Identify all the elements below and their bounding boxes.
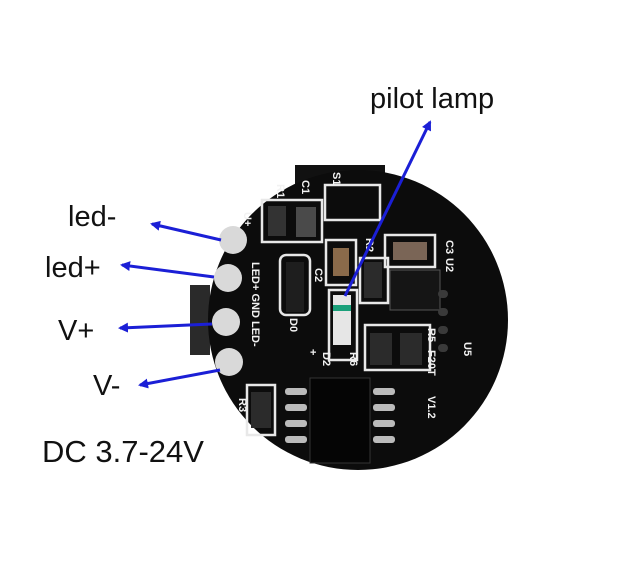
c2-outline (324, 238, 358, 287)
pcb-board: LED+ GND LED- U+ R1 C1 S1 C2 D0 R2 C3 U2… (190, 165, 508, 470)
silk-u5: U5 (461, 342, 473, 356)
r2-outline (358, 256, 390, 305)
silk-r1: R1 (274, 184, 286, 198)
u5-pins (285, 388, 395, 443)
label-v-minus: V- (93, 370, 120, 402)
silk-version: V1.2 (425, 396, 437, 419)
label-v-plus: V+ (58, 315, 94, 347)
d2-outline (327, 288, 359, 362)
label-voltage: DC 3.7-24V (42, 434, 204, 469)
r3-outline (245, 383, 277, 437)
silk-u2: U2 (443, 258, 455, 272)
s1-outline (323, 183, 382, 222)
pad-led-minus (219, 226, 247, 254)
pad-v-plus (212, 308, 240, 336)
silk-c3: C3 (443, 240, 455, 254)
silk-r6: R6 (347, 352, 359, 366)
r1-resistor (268, 206, 286, 236)
d0-outline (278, 253, 312, 317)
r5-resistor (400, 333, 422, 365)
silk-s1: S1 (330, 172, 342, 185)
pilot-lamp-stripe (333, 305, 351, 311)
silk-d0: D0 (287, 318, 299, 332)
r2-resistor (364, 262, 382, 298)
c2-capacitor (333, 248, 349, 276)
silk-model: F20T (425, 350, 437, 376)
r5-r6-outline (363, 323, 432, 372)
label-led-plus: led+ (45, 252, 101, 284)
silk-r5: R5 (425, 328, 437, 342)
silk-c2: C2 (312, 268, 324, 282)
silk-pads-label: LED+ GND LED- (249, 262, 261, 347)
label-pilot-lamp: pilot lamp (370, 83, 494, 115)
arrow-led-minus (150, 220, 222, 242)
silk-c1: C1 (299, 180, 311, 194)
u5-chip (309, 377, 371, 464)
c3-capacitor (393, 242, 427, 260)
d0-diode (286, 262, 304, 312)
c1-capacitor (296, 207, 316, 237)
silk-d2: D2 (320, 352, 332, 366)
arrow-v-minus (138, 368, 221, 389)
silk-plus: + (310, 347, 316, 359)
silk-u-plus: U+ (241, 212, 253, 226)
arrow-pilot-lamp (343, 120, 432, 297)
label-led-minus: led- (68, 201, 116, 233)
board-edge-tab (190, 285, 210, 355)
test-pads (438, 290, 448, 352)
u2-chip (389, 269, 441, 311)
pad-led-plus (214, 264, 242, 292)
pilot-lamp-led (333, 295, 351, 345)
r1-c1-outline (260, 198, 324, 244)
c3-outline (383, 233, 437, 269)
pad-v-minus (215, 348, 243, 376)
r3-resistor (251, 392, 271, 428)
silk-r3: R3 (236, 398, 248, 412)
r6-resistor (370, 333, 392, 365)
arrow-led-plus (120, 261, 215, 279)
arrow-v-plus (118, 322, 213, 333)
